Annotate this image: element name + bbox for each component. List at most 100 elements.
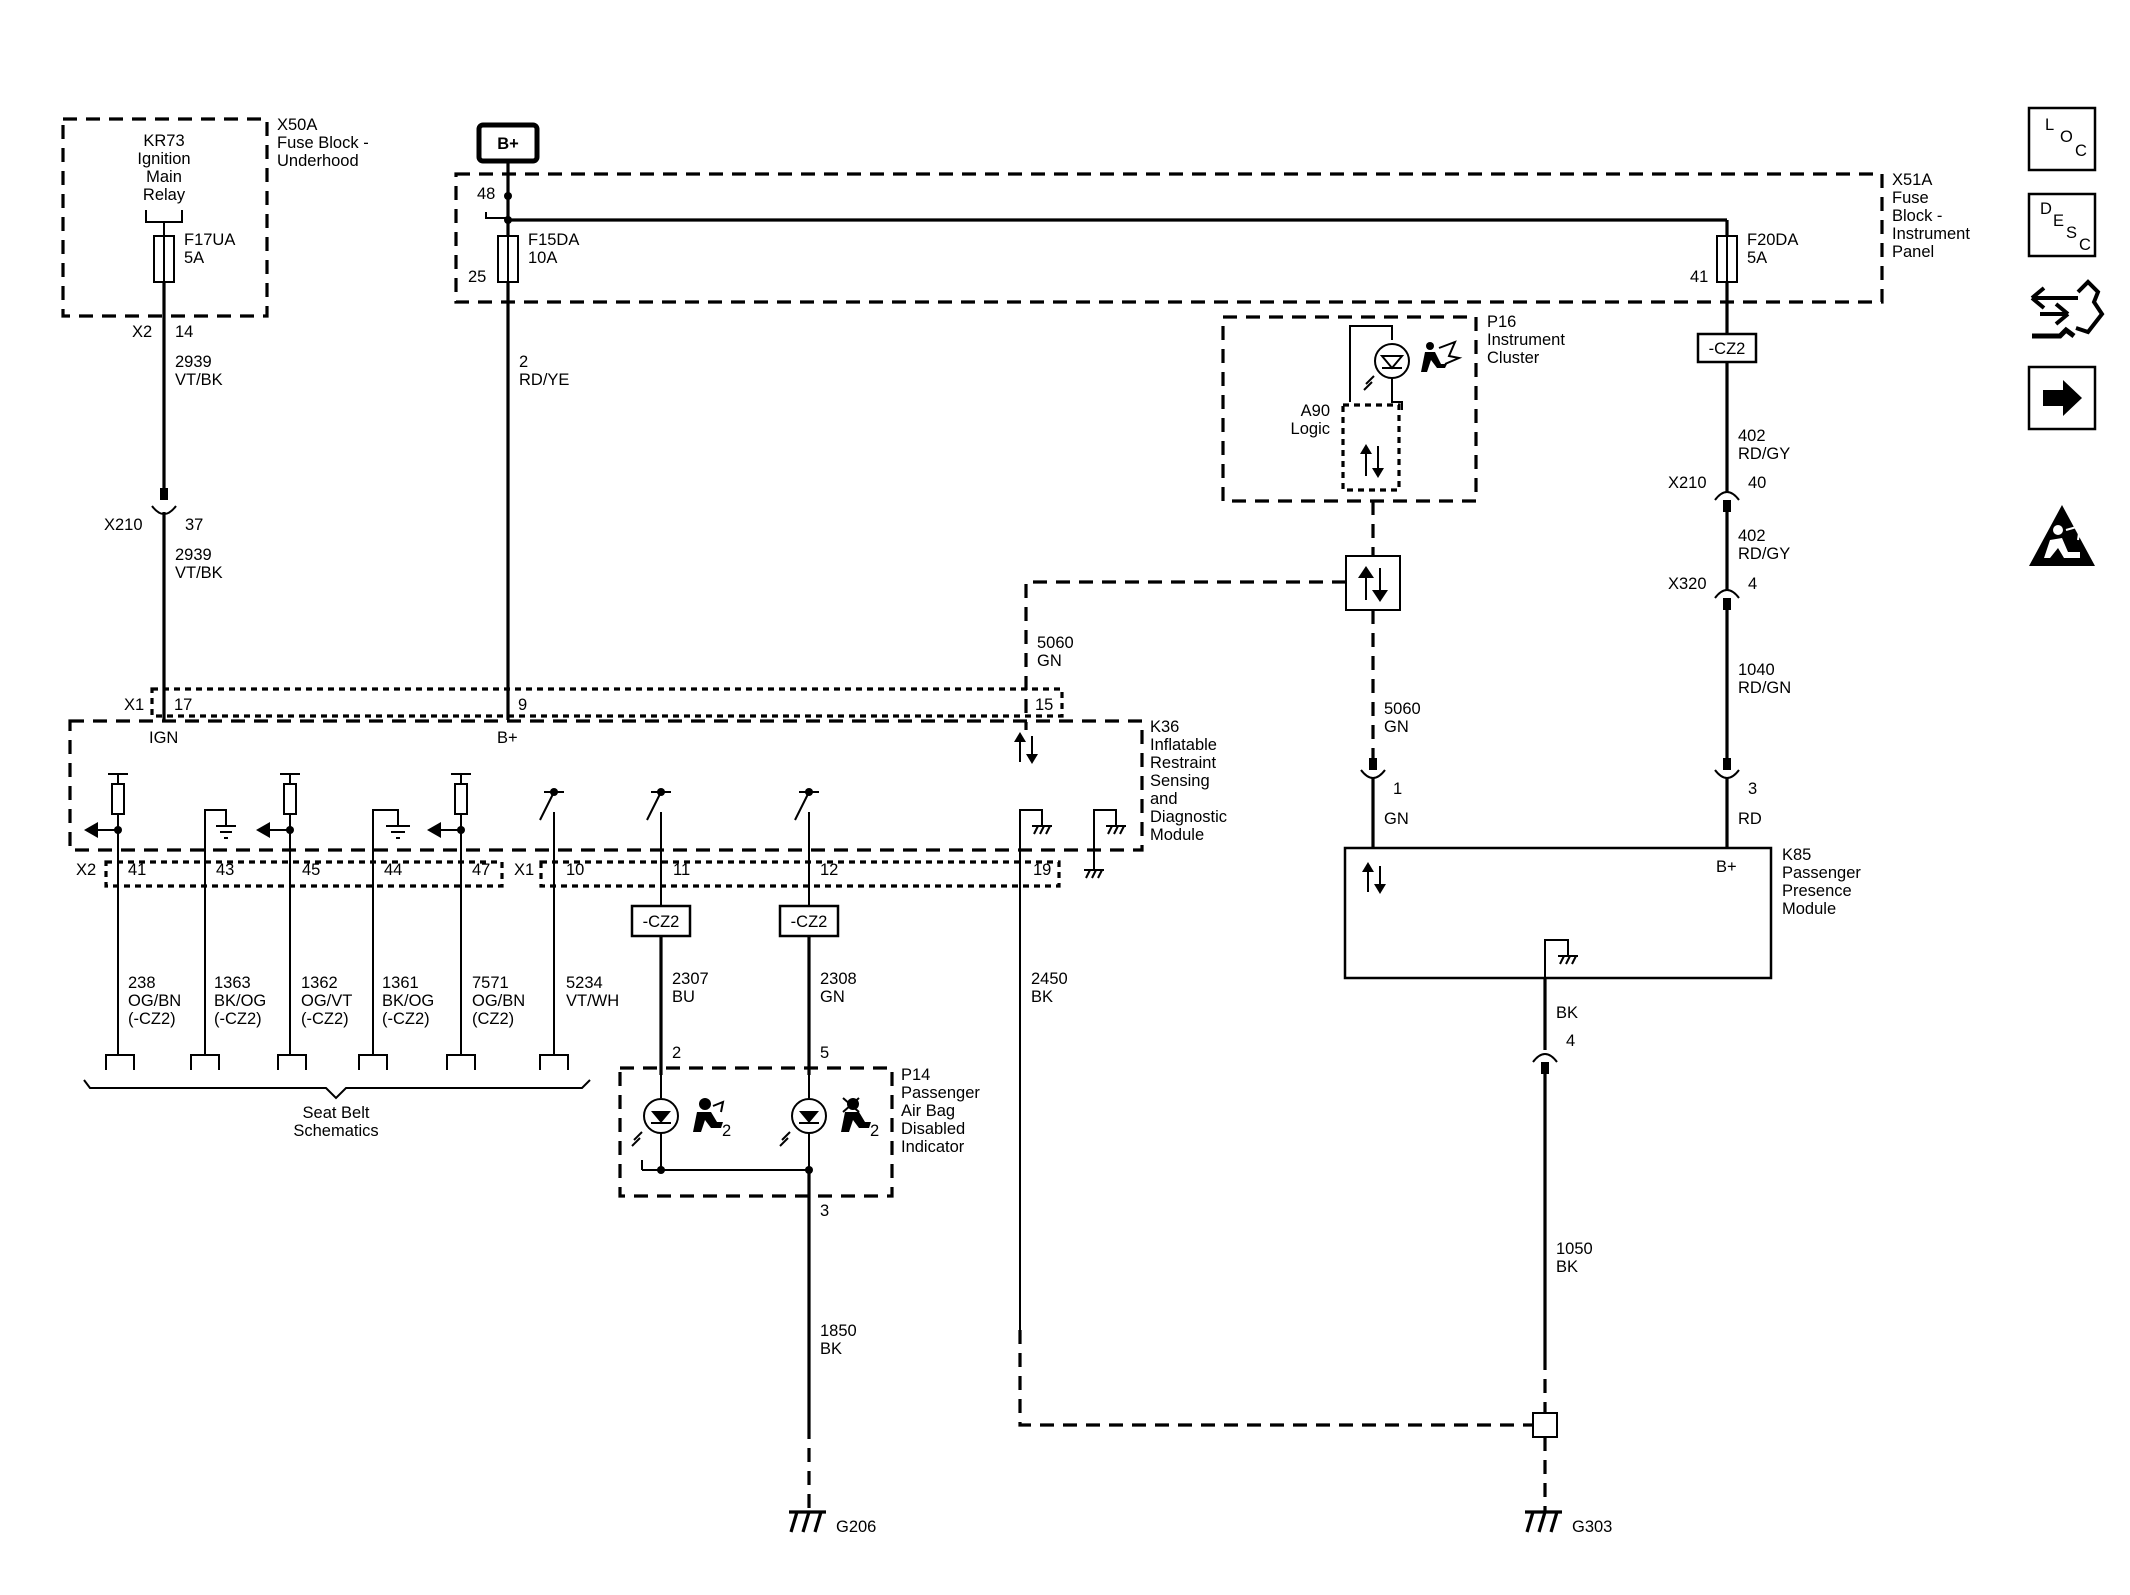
pin-label: 19	[1033, 861, 1051, 879]
switch-input-11	[646, 788, 671, 906]
wire-circuit: 402	[1738, 527, 1766, 545]
serial-data-arrows-icon	[1014, 732, 1038, 764]
airbag-lamp-symbol	[1374, 343, 1410, 379]
wire-color: VT/BK	[175, 564, 223, 582]
circuit-402-1040: -CZ2 402 RD/GY X210 40 402 RD/GY X320 4 …	[1668, 282, 1791, 848]
x51a-name-1: Fuse	[1892, 189, 1929, 207]
connector-repair-icon[interactable]	[2030, 279, 2105, 339]
airbag-warning-icon	[2029, 505, 2095, 566]
wire-color: VT/BK	[175, 371, 223, 389]
circuit-1050: BK 4 1050 BK G303	[1525, 978, 1612, 1536]
circuits-2307-2308: -CZ2 2307 BU 2 -CZ2 2308 GN 5	[630, 904, 857, 1075]
wire-color: BK	[1556, 1258, 1578, 1276]
k85-ground-icon	[1544, 939, 1578, 978]
pin-label: 3	[1748, 780, 1757, 798]
wire-color: BU	[672, 988, 695, 1006]
wire-color: RD	[1738, 810, 1762, 828]
k36-sdm-module: K36 Inflatable Restraint Sensing and Dia…	[68, 687, 1227, 1330]
ground-label: G206	[836, 1518, 876, 1536]
pin-label: 4	[1566, 1032, 1575, 1050]
wire-color: GN	[1384, 718, 1409, 736]
loc-letter-c: C	[2075, 142, 2087, 160]
pin-label: 48	[477, 185, 495, 203]
loc-letter-o: O	[2060, 128, 2073, 146]
inline-connector-x210b	[1714, 491, 1740, 501]
pin-label: 2	[672, 1044, 681, 1062]
circuit-2939: X2 14 2939 VT/BK X210 37 2939 VT/BK	[104, 316, 223, 720]
kr73-id: KR73	[143, 132, 184, 150]
wire-color: BK/OG	[382, 992, 434, 1010]
pin-label: 44	[384, 861, 402, 879]
airbag-icon	[1421, 340, 1463, 372]
desc-letter-e: E	[2053, 212, 2064, 230]
next-page-arrow-icon	[2043, 380, 2082, 416]
x50a-fuse-block: X50A Fuse Block - Underhood KR73 Ignitio…	[61, 116, 369, 318]
f17ua-id: F17UA	[184, 231, 235, 249]
serial-data-arrows-icon	[1358, 566, 1388, 602]
wire-circuit: 1850	[820, 1322, 857, 1340]
wire-color: OG/BN	[472, 992, 525, 1010]
wire-circuit: 2939	[175, 546, 212, 564]
pin-label: 14	[175, 323, 193, 341]
pin-label: 1	[1393, 780, 1402, 798]
pin-label: 15	[1035, 696, 1053, 714]
seatbelt-input-44	[372, 809, 410, 1055]
a90-logic-box	[1341, 403, 1401, 492]
p14-id: P14	[901, 1066, 930, 1084]
seatbelt-ref-2[interactable]: Schematics	[293, 1122, 378, 1140]
option-tag-label: -CZ2	[643, 913, 680, 931]
pin-label: 3	[820, 1202, 829, 1220]
wire-circuit: 1040	[1738, 661, 1775, 679]
connector-id: X210	[104, 516, 143, 534]
wire-color: OG/VT	[301, 992, 352, 1010]
desc-button[interactable]: D E S C	[2027, 192, 2097, 258]
pin-label: B+	[497, 729, 518, 747]
kr73-name-1: Ignition	[137, 150, 190, 168]
k36-name-3: Sensing	[1150, 772, 1210, 790]
next-page-button[interactable]	[2027, 365, 2097, 431]
wire-circuit: 5060	[1037, 634, 1074, 652]
wire-circuit: 5060	[1384, 700, 1421, 718]
seatbelt-ref-1[interactable]: Seat Belt	[303, 1104, 370, 1122]
pin-label: X2	[76, 861, 96, 879]
wire-circuit: 1362	[301, 974, 338, 992]
k36-x1-connector	[150, 687, 1064, 718]
terminal	[277, 1054, 307, 1070]
pin-label: 17	[174, 696, 192, 714]
seatbelt-input-43	[204, 809, 236, 1055]
wire-circuit: 7571	[472, 974, 509, 992]
pin-label: B+	[1716, 858, 1737, 876]
kr73-name-2: Main	[146, 168, 182, 186]
ground-g206-icon	[789, 1510, 826, 1533]
wire-color: VT/WH	[566, 992, 619, 1010]
pin-label: 10	[566, 861, 584, 879]
seatbelt-input-45	[256, 773, 300, 1055]
p14-name-1: Passenger	[901, 1084, 980, 1102]
wire-color: GN	[1384, 810, 1409, 828]
k85-connector-pin3	[1714, 769, 1740, 779]
p16-name-1: Instrument	[1487, 331, 1565, 349]
wire-circuit: 1050	[1556, 1240, 1593, 1258]
wire-circuit: 2450	[1031, 970, 1068, 988]
option-tag-label: -CZ2	[1709, 340, 1746, 358]
wire-color: OG/BN	[128, 992, 181, 1010]
pin-label: 5	[820, 1044, 829, 1062]
wire-color: RD/GY	[1738, 545, 1790, 563]
terminal	[105, 1054, 135, 1070]
circuit-2450: 2450 BK	[1018, 970, 1532, 1427]
k36-name-6: Module	[1150, 826, 1204, 844]
wire-color: BK/OG	[214, 992, 266, 1010]
p14-passenger-airbag-indicator: P14 Passenger Air Bag Disabled Indicator…	[618, 1066, 980, 1198]
airbag-warning-button[interactable]	[2029, 505, 2095, 566]
loc-button[interactable]: L O C	[2027, 106, 2097, 172]
ground-label: G303	[1572, 1518, 1612, 1536]
k36-name-4: and	[1150, 790, 1178, 808]
icon-subscript: 2	[722, 1122, 731, 1140]
f17ua-rating: 5A	[184, 249, 204, 267]
connector-id: X320	[1668, 575, 1707, 593]
k36-name-1: Inflatable	[1150, 736, 1217, 754]
connector-pin: 37	[185, 516, 203, 534]
icon-subscript: 2	[870, 1122, 879, 1140]
wire-circuit: 5234	[566, 974, 603, 992]
f15da-id: F15DA	[528, 231, 579, 249]
